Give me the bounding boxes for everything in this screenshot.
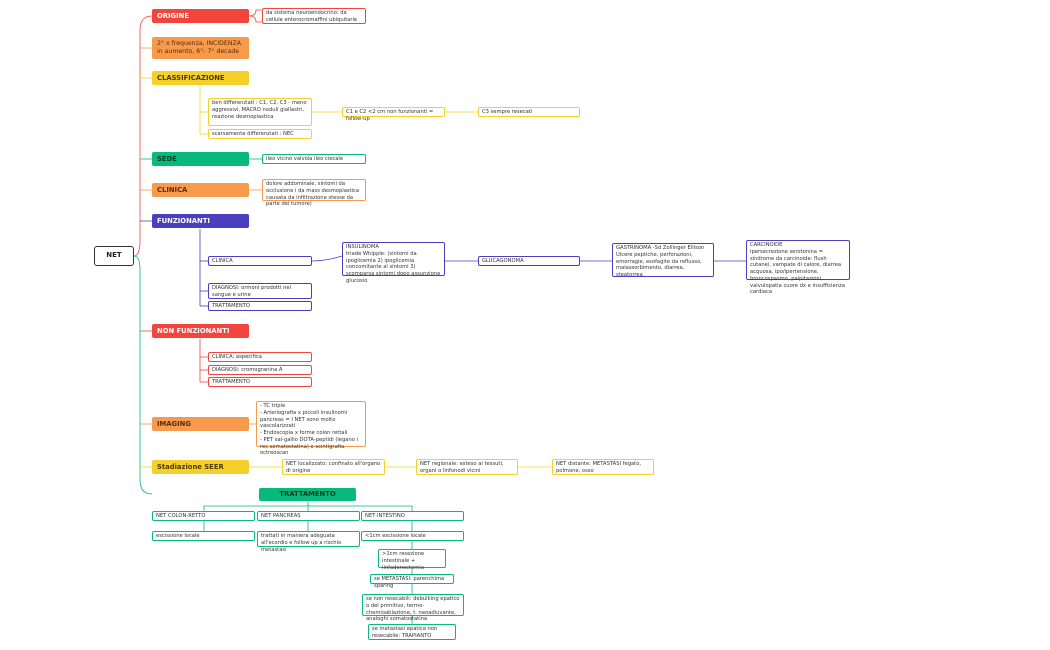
funzionanti-trattamento[interactable]: TRATTAMENTO [208,301,312,311]
branch-clinica[interactable]: CLINICA [152,183,249,197]
classificazione-scarsamente[interactable]: scarsamente differenziati : NEC [208,129,312,139]
trattamento-intestino[interactable]: NET INTESTINO [361,511,464,521]
funzionanti-carcinoide[interactable]: CARCINOIDE ipersecrezione serotonina = s… [746,240,850,295]
seer-regionale[interactable]: NET regionale: esteso ai tessuti, organi… [416,459,518,475]
trattamento-header[interactable]: TRATTAMENTO [259,488,356,501]
intestino-step-non-resecabili[interactable]: se non resecabili: debulking epatico o d… [362,594,464,622]
funzionanti-gastrinoma[interactable]: GASTRINOMA -Sd Zollinger Ellison Ulcere … [612,243,714,278]
imaging-desc[interactable]: - TC triple - Arteriografia x piccoli in… [256,401,366,456]
intestino-step-resezione[interactable]: >1cm resezione intestinale + linfadenect… [378,549,446,571]
funzionanti-clinica[interactable]: CLINICA [208,256,312,266]
branch-frequenza[interactable]: 2° x frequenza, INCIDENZA in aumento, 6°… [152,37,249,59]
funzionanti-insulinoma[interactable]: INSULINOMA triade Whipple: (sintomi da i… [342,242,445,284]
intestino-step-metastasi[interactable]: se METASTASI: parenchima sparing [370,574,454,589]
classificazione-c3[interactable]: C3 sempre resecati [478,107,580,117]
intestino-step-trapianto[interactable]: se metastasi epatica non resecabile: TRA… [368,624,456,640]
branch-classificazione[interactable]: CLASSIFICAZIONE [152,71,249,85]
seer-distante[interactable]: NET distante: METASTASI fegato, polmone,… [552,459,654,475]
root-node-net[interactable]: NET [94,246,134,266]
clinica-desc[interactable]: dolore addominale, sintomi da occlusione… [262,179,366,207]
sede-desc[interactable]: ileo vicino valvola ileo ciecale [262,154,366,164]
non-funzionanti-diagnosi[interactable]: DIAGNOSI: cromogranina A [208,365,312,375]
classificazione-c1-c2[interactable]: C1 e C2 <2 cm non funzionanti = follow-u… [342,107,445,122]
pancreas-desc[interactable]: trattati in maniera adeguata all'ecordio… [257,531,360,553]
branch-imaging[interactable]: IMAGING [152,417,249,431]
branch-stadiazione-seer[interactable]: Stadiazione SEER [152,460,249,474]
seer-localizzato[interactable]: NET localizzato: confinato all'organo di… [282,459,385,475]
trattamento-colon-retto[interactable]: NET COLON-RETTO [152,511,255,521]
trattamento-pancreas[interactable]: NET PANCREAS [257,511,360,521]
branch-non-funzionanti[interactable]: NON FUNZIONANTI [152,324,249,338]
branch-origine[interactable]: ORIGINE [152,9,249,23]
funzionanti-glucagonoma[interactable]: GLUCAGONOMA [478,256,580,266]
non-funzionanti-clinica[interactable]: CLINICA: aspecifica [208,352,312,362]
intestino-desc[interactable]: <1cm escissione locale [361,531,464,541]
colon-escissione[interactable]: escissione locale [152,531,255,541]
branch-sede[interactable]: SEDE [152,152,249,166]
origine-desc[interactable]: da sistema neuroendocrino: da cellule en… [262,8,366,24]
funzionanti-diagnosi[interactable]: DIAGNOSI: ormoni prodotti nel sangue e u… [208,283,312,299]
classificazione-ben-differenziati[interactable]: ben differenziati : C1, C2, C3 - meno ag… [208,98,312,126]
branch-funzionanti[interactable]: FUNZIONANTI [152,214,249,228]
non-funzionanti-trattamento[interactable]: TRATTAMENTO [208,377,312,387]
